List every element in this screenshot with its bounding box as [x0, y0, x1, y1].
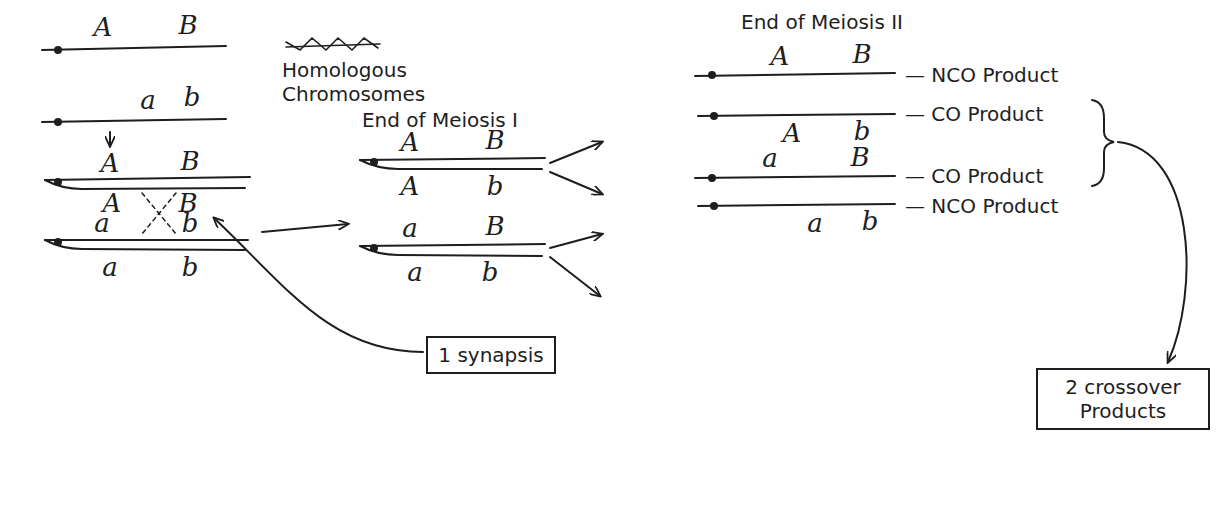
allele-letter: a — [402, 213, 418, 244]
allele-letter: b — [487, 171, 504, 202]
allele-letter: A — [401, 171, 420, 202]
allele-letter: A — [94, 12, 113, 43]
allele-letter: a — [762, 143, 778, 174]
allele-letter: A — [401, 127, 420, 158]
allele-letter: B — [850, 142, 869, 173]
allele-letter: A — [783, 118, 802, 149]
allele-letter: b — [184, 82, 201, 113]
box-text: 1 synapsis — [438, 343, 543, 367]
annotation-text: — CO Product — [905, 102, 1043, 126]
allele-letter: B — [178, 10, 197, 41]
note-box: 1 synapsis — [426, 336, 556, 374]
allele-letter: A — [101, 148, 120, 179]
allele-letter: a — [102, 252, 118, 283]
allele-letter: b — [182, 208, 199, 239]
annotation-text: — CO Product — [905, 164, 1043, 188]
allele-letter: a — [407, 257, 423, 288]
allele-letter: b — [862, 206, 879, 237]
annotation-text: — NCO Product — [905, 194, 1058, 218]
allele-letter: a — [807, 208, 823, 239]
annotation-text: End of Meiosis II — [741, 10, 903, 34]
allele-letter: a — [94, 208, 110, 239]
allele-letter: A — [771, 41, 790, 72]
annotation-text: — NCO Product — [905, 63, 1058, 87]
allele-letter: B — [180, 146, 199, 177]
annotation-text: Homologous Chromosomes — [282, 58, 422, 106]
allele-letter: b — [182, 252, 199, 283]
allele-letter: b — [482, 257, 499, 288]
allele-letter: a — [140, 85, 156, 116]
note-box: 2 crossover Products — [1036, 368, 1210, 430]
allele-letter: B — [485, 211, 504, 242]
allele-letter: B — [852, 39, 871, 70]
allele-letter: B — [485, 125, 504, 156]
box-text: 2 crossover Products — [1048, 375, 1198, 423]
